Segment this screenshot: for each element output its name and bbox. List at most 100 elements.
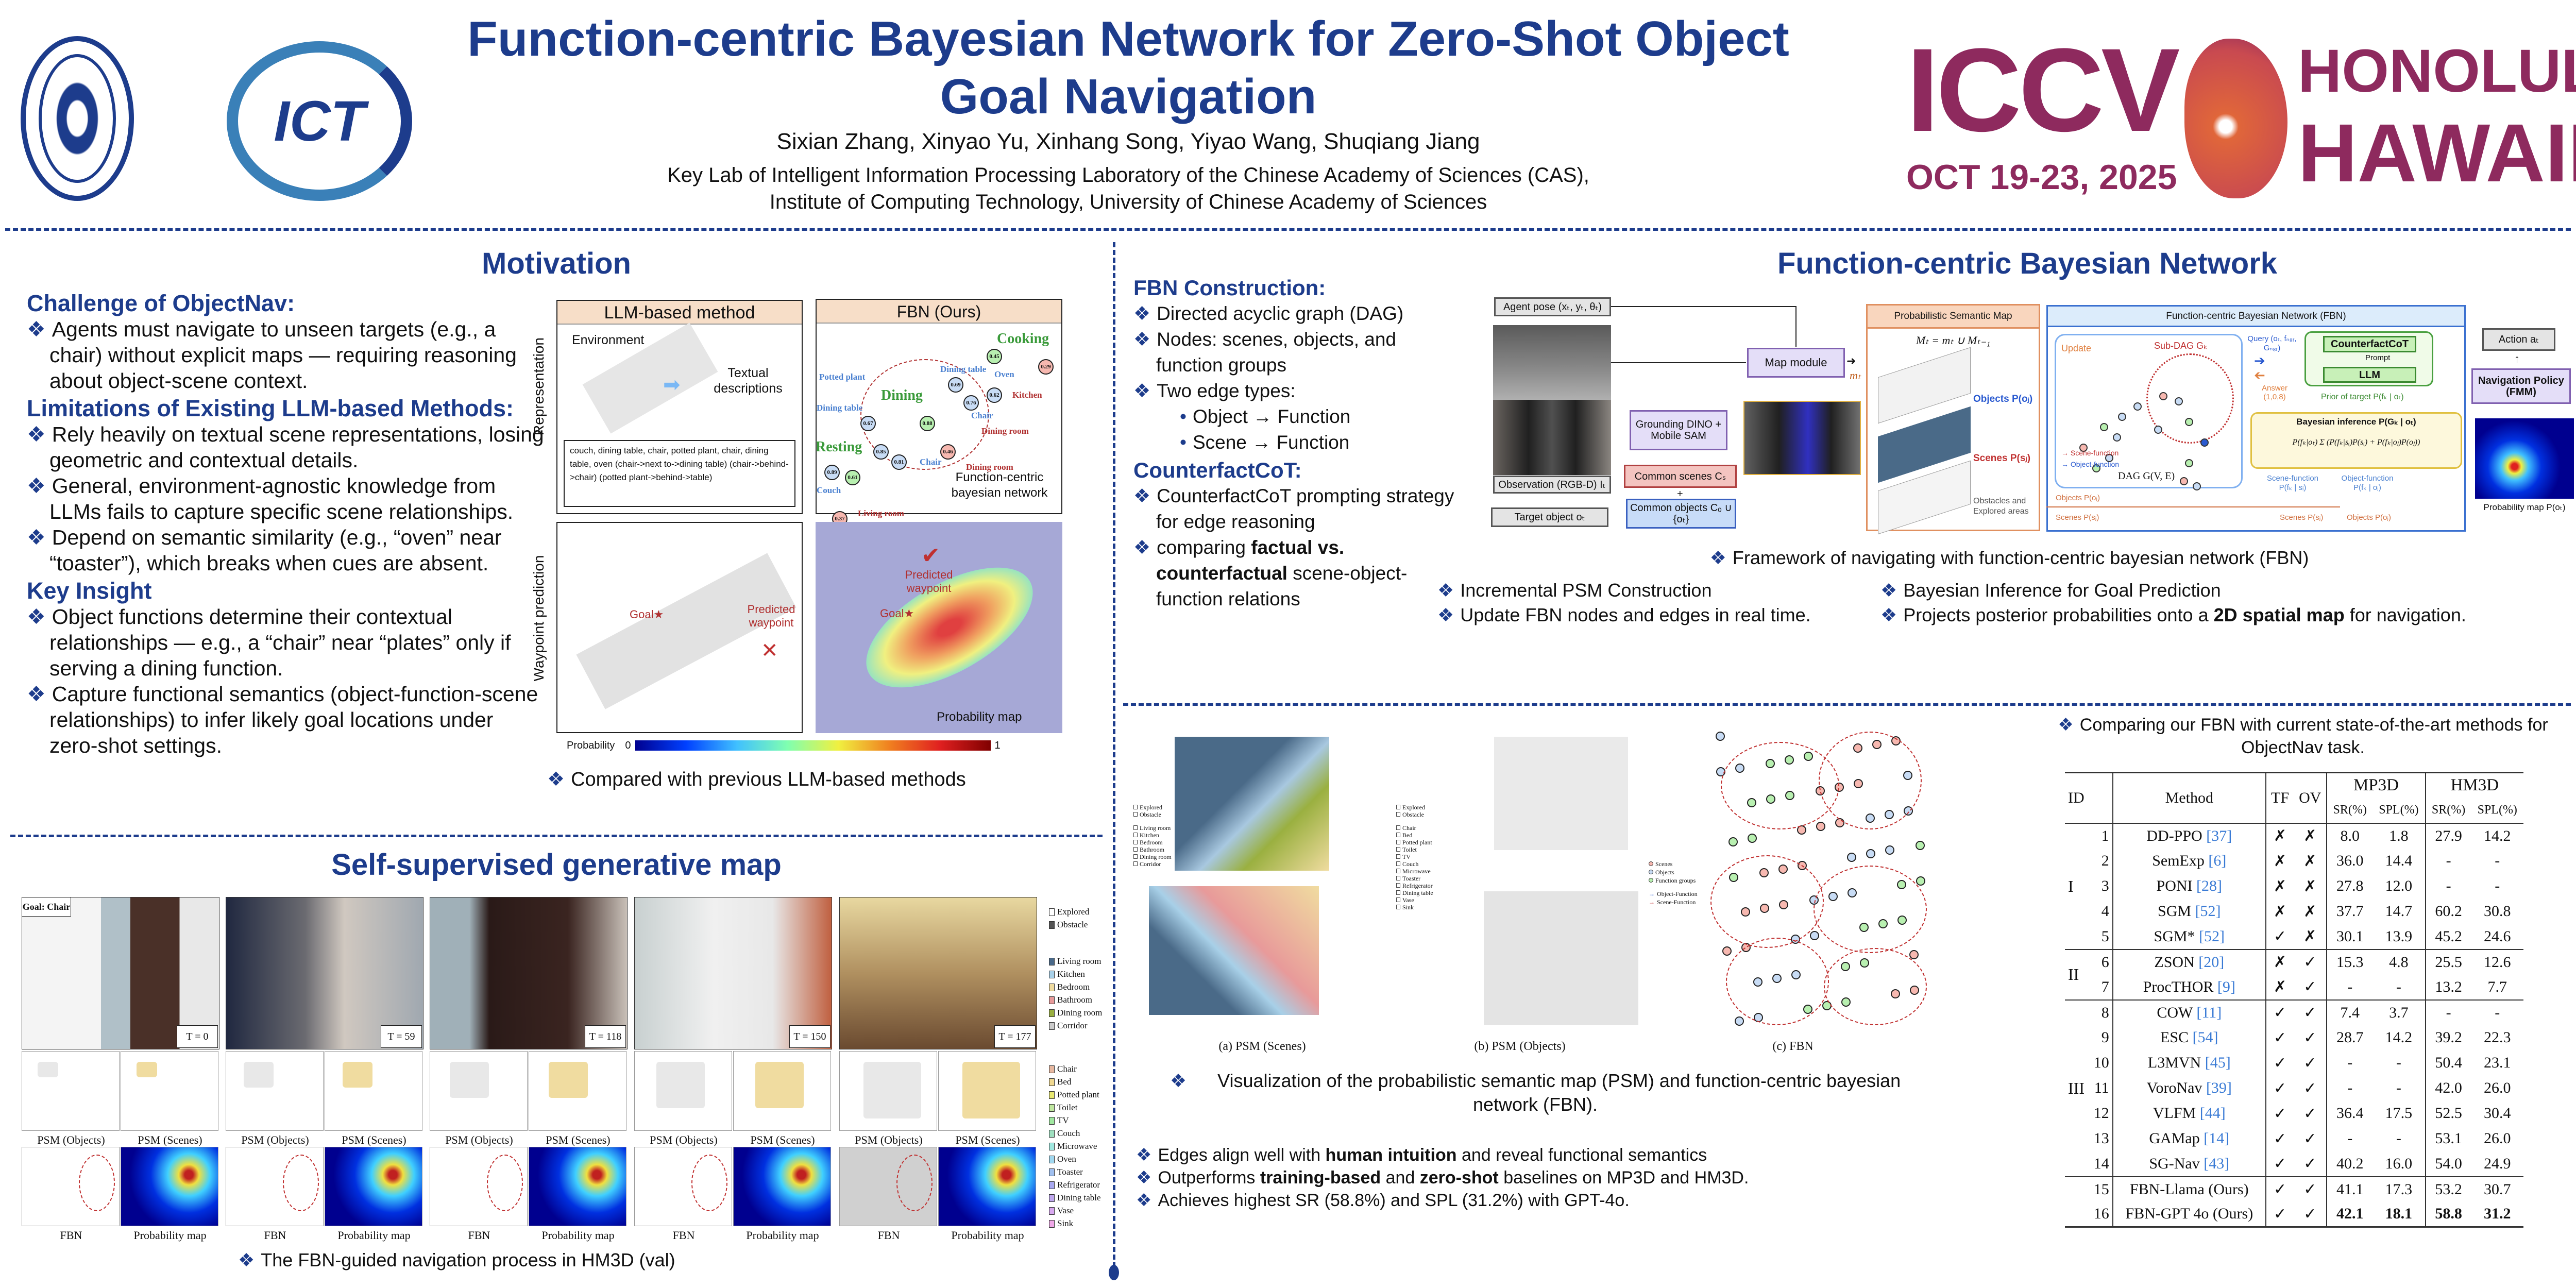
timestep-label: T = 59 — [381, 1025, 422, 1048]
hm3d-spl: - — [2495, 877, 2500, 894]
psm-objects-map — [226, 1051, 324, 1131]
legend-label: Chair — [1402, 824, 1416, 832]
legend-item: Microwave — [1049, 1141, 1097, 1151]
fbn-node — [1885, 845, 1894, 855]
legend-label: Living room — [1057, 956, 1101, 966]
psm-scenes-map — [733, 1051, 831, 1131]
highlight-item: ❖Incremental PSM Construction — [1437, 578, 1811, 603]
graph-node: 0.62 — [987, 387, 1002, 403]
method-text: ESC — [2160, 1029, 2193, 1046]
method-name: SGM* [52] — [2112, 924, 2266, 950]
challenge-bullet: ❖Agents must navigate to unseen targets … — [27, 316, 547, 394]
fbn-title: Function-centric Bayesian Network — [1777, 247, 2278, 280]
bullet-text: Depend on semantic similarity (e.g., “ov… — [49, 526, 502, 575]
row-label-waypoint: Waypoint prediction — [531, 555, 547, 682]
dag-node — [2118, 413, 2126, 421]
legend-label: Refrigerator — [1057, 1180, 1100, 1190]
psm-header: Probabilistic Semantic Map — [1868, 306, 2039, 329]
text-segment: scene-object-function relations — [1156, 563, 1408, 609]
row-id: 5 — [2087, 924, 2113, 950]
bayesian-inference-box: Bayesian inference P(Gₖ | oₜ) P(fₖ|oₜ) Σ… — [2250, 412, 2462, 469]
agent-pose-box: Agent pose (xₜ, yₜ, θₜ) — [1494, 297, 1611, 316]
graph-node: 0.67 — [860, 416, 876, 431]
hm3d-sr: 27.9 — [2435, 827, 2462, 844]
map-blob — [656, 1062, 705, 1108]
arrow-right-icon: ➡ — [663, 374, 681, 396]
construction-bullet: ❖Two edge types: — [1133, 378, 1463, 404]
diamond-bullet-icon: ❖ — [27, 317, 46, 341]
probability-map — [938, 1147, 1036, 1226]
row-id: 3 — [2087, 873, 2113, 899]
legend-swatch — [1049, 1181, 1055, 1189]
answer-arrow-icon: ➔ — [2254, 367, 2265, 383]
hm3d-sr: - — [2446, 877, 2451, 894]
fbn-node — [1748, 834, 1757, 843]
legend-item: Toilet — [1049, 1103, 1077, 1113]
action-box: Action aₜ — [2482, 328, 2555, 351]
method-name: FBN-Llama (Ours) — [2112, 1176, 2266, 1202]
visualization-panel-label: (a) PSM (Scenes) — [1218, 1040, 1306, 1053]
legend-swatch — [1133, 854, 1138, 859]
map-label: FBN — [672, 1229, 695, 1242]
legend-swatch — [1396, 825, 1400, 830]
legend-item: Refrigerator — [1396, 882, 1433, 890]
mp3d-spl: 14.7 — [2372, 899, 2426, 924]
mp3d-spl: 17.3 — [2372, 1176, 2426, 1202]
construction-bullet: ❖Directed acyclic graph (DAG) — [1133, 301, 1463, 327]
legend-swatch — [1049, 1142, 1055, 1150]
object-map-top — [1494, 737, 1628, 850]
object-function-label: Object-function P(fₖ | oⱼ) — [2341, 474, 2394, 492]
node-label: Chair — [971, 411, 993, 420]
text-segment: Outperforms — [1158, 1168, 1260, 1188]
legend-circle — [1649, 878, 1653, 883]
fbn-node — [1728, 837, 1738, 846]
colorbar: Probability 0 1 — [567, 738, 1061, 753]
legend-item: Corridor — [1049, 1021, 1088, 1031]
colorbar-max: 1 — [994, 739, 1001, 751]
legend-swatch — [1049, 921, 1055, 929]
mp3d-spl: 17.5 — [2372, 1100, 2426, 1126]
divider-dot — [1109, 1265, 1119, 1280]
method-text: SGM — [2158, 903, 2195, 920]
map-label: Probability map — [746, 1229, 819, 1242]
legend-label: Vase — [1057, 1206, 1074, 1215]
function-group-region — [1710, 855, 1824, 948]
legend-circle — [1649, 861, 1653, 866]
bayesian-equation: P(fₖ|oₜ) Σ (P(fₖ|sᵢ)P(sᵢ) + P(fₖ|oⱼ)P(oⱼ… — [2292, 438, 2420, 447]
hm3d-sr: 45.2 — [2435, 927, 2462, 945]
dag-node — [2180, 477, 2188, 485]
function-dining: Dining — [881, 387, 923, 403]
fbn-probability-panel: ✔ Predicted waypoint Goal★ Probability m… — [816, 522, 1062, 733]
diamond-bullet-icon: ❖ — [1880, 604, 1897, 625]
legend-swatch — [1396, 805, 1400, 809]
legend-item: Bed — [1396, 832, 1412, 839]
target-object-box: Target object oₜ — [1491, 507, 1608, 527]
row-id: 8 — [2087, 999, 2113, 1025]
legend-swatch — [1049, 996, 1055, 1004]
bullet-text: Outperforms training-based and zero-shot… — [1158, 1168, 1749, 1188]
hm3d-spl: 7.7 — [2487, 978, 2507, 995]
star-icon: ★ — [653, 608, 664, 621]
fbn-dashed-region — [691, 1155, 727, 1211]
node-label: Potted plant — [819, 372, 866, 382]
predicted-waypoint-label: Predicted waypoint — [905, 568, 953, 595]
fbn-function-dashed-region — [860, 359, 989, 470]
scenes-prob-label: Scenes P(sⱼ) — [2056, 513, 2099, 522]
framework-caption: ❖Framework of navigating with function-c… — [1546, 547, 2473, 569]
legend-swatch — [1396, 812, 1400, 817]
legend-label: Microwave — [1402, 868, 1431, 875]
highlights-right: ❖Bayesian Inference for Goal Prediction … — [1880, 578, 2466, 628]
diamond-bullet-icon: ❖ — [1880, 580, 1897, 601]
node-label: Couch — [817, 485, 841, 495]
legend-label: Kitchen — [1140, 832, 1159, 839]
legend-swatch — [1396, 905, 1400, 909]
tf-mark: ✓ — [2274, 1205, 2287, 1223]
legend-label: Toaster — [1402, 875, 1421, 882]
hm3d-spl: - — [2495, 852, 2500, 869]
legend-item: Kitchen — [1049, 969, 1085, 979]
tf-mark: ✗ — [2274, 852, 2287, 870]
probability-map-image — [2475, 418, 2574, 499]
authors: Sixian Zhang, Xinyao Yu, Xinhang Song, Y… — [776, 129, 1480, 154]
text-segment: comparing — [1157, 537, 1251, 558]
